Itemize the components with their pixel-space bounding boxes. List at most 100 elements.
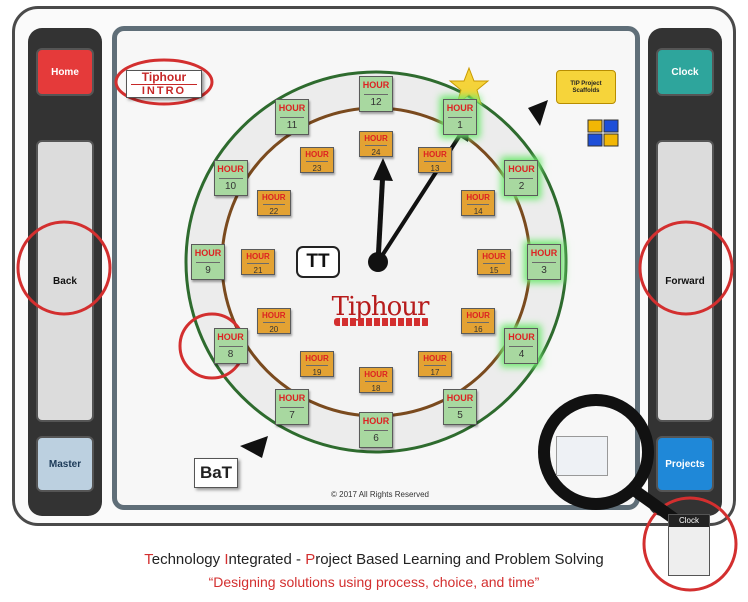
hour-card-label: HOUR [446,393,474,404]
hour-card-18[interactable]: HOUR 18 [359,367,393,393]
clock-thumbnail [556,436,608,476]
hour-card-number: 23 [306,160,328,174]
footer-quote: “Designing solutions using process, choi… [208,574,540,590]
hour-hand-tip [373,158,393,181]
hour-card-label: HOUR [362,80,390,90]
home-button[interactable]: Home [36,48,94,96]
hour-card-15[interactable]: HOUR 15 [477,249,511,275]
hour-card-label: HOUR [262,311,286,320]
master-button[interactable]: Master [36,436,94,492]
hour-card-label: HOUR [278,393,306,404]
hour-card-label: HOUR [423,149,447,159]
hour-card-label: HOUR [246,252,270,261]
hour-card-label: HOUR [466,311,490,320]
hour-card-label: HOUR [217,164,244,174]
hour-card-number: 9 [196,262,220,276]
hour-card-9[interactable]: HOUR 9 [191,244,225,280]
hour-card-label: HOUR [305,354,329,364]
hour-card-21[interactable]: HOUR 21 [241,249,275,275]
right-nav-panel: Clock Forward Projects [648,28,722,516]
hour-card-11[interactable]: HOUR 11 [275,98,309,135]
hour-card-number: 14 [467,204,490,217]
hour-card-label: HOUR [446,102,474,113]
logo-dots [334,318,430,326]
projects-button[interactable]: Projects [656,436,714,492]
project-scaffolds-button[interactable]: TIP Project Scaffolds [556,70,616,104]
hour-card-number: 15 [483,263,505,276]
hour-card-number: 24 [365,145,387,158]
hour-card-label: HOUR [278,102,306,113]
hour-card-12[interactable]: HOUR 12 [359,76,393,112]
hour-card-number: 10 [218,178,243,192]
clock-button[interactable]: Clock [656,48,714,96]
tt-badge[interactable]: TT [296,246,340,278]
hour-card-2[interactable]: HOUR 2 [504,160,539,196]
pointer-arrow-top [528,100,548,126]
hour-card-label: HOUR [508,332,535,342]
back-button[interactable]: Back [36,140,94,422]
hour-card-label: HOUR [194,248,222,258]
hour-card-14[interactable]: HOUR 14 [461,190,496,217]
hour-card-number: 6 [364,430,388,444]
hour-hand [375,169,386,263]
pointer-arrow-bottom [240,436,268,458]
clock-hub [368,252,388,272]
hour-card-number: 3 [532,262,556,276]
hour-card-label: HOUR [508,164,535,174]
hour-card-22[interactable]: HOUR 22 [256,190,291,217]
hour-card-label: HOUR [364,134,388,143]
tiphour-logo: Tiphour [331,292,430,322]
hour-card-number: 2 [509,178,534,192]
tiphour-intro-badge[interactable]: Tiphour INTRO [126,70,202,98]
forward-button[interactable]: Forward [656,140,714,422]
hour-card-20[interactable]: HOUR 20 [256,308,291,335]
hour-card-label: HOUR [423,354,447,364]
forward-highlight-circle [638,220,734,316]
hour-card-label: HOUR [466,193,490,202]
hour-card-number: 19 [306,365,328,378]
hour-card-label: HOUR [362,416,390,426]
hour-card-number: 21 [247,263,269,276]
hour-card-number: 22 [262,204,285,217]
hour-card-4[interactable]: HOUR 4 [504,328,539,364]
back-highlight-circle [16,220,112,316]
star-icon [448,66,490,106]
hour-card-number: 16 [467,322,490,335]
hour-card-16[interactable]: HOUR 16 [461,308,496,335]
hour-card-24[interactable]: HOUR 24 [359,131,393,157]
hour-card-number: 1 [448,116,472,131]
clock-button-highlight-circle [642,496,738,592]
hour-card-number: 11 [280,116,304,131]
hour-card-number: 13 [424,160,446,174]
hour-card-number: 12 [364,94,388,108]
hour-card-10[interactable]: HOUR 10 [213,160,248,196]
hour-card-number: 7 [280,407,304,421]
mini-clock-button[interactable]: Clock [668,514,710,576]
hour-card-3[interactable]: HOUR 3 [527,244,561,280]
footer-tagline: Technology Integrated - Project Based Le… [144,551,604,568]
puzzle-icon[interactable] [586,118,624,148]
hour-card-label: HOUR [262,193,286,202]
left-nav-panel: Home Back Master [28,28,102,516]
hour-card-label: HOUR [530,248,558,258]
hour-card-label: HOUR [482,252,506,261]
hour-card-6[interactable]: HOUR 6 [359,412,393,448]
hour-card-number: 20 [262,322,285,335]
hour-card-7[interactable]: HOUR 7 [275,389,309,426]
hour-card-label: HOUR [364,370,388,379]
hour-card-number: 4 [509,346,534,360]
hour-card-number: 18 [365,381,387,394]
hour-card-1[interactable]: HOUR 1 [443,98,477,135]
hour-card-label: HOUR [305,149,329,159]
copyright-text: © 2017 All Rights Reserved [331,490,429,499]
bat-button[interactable]: BaT [194,458,238,488]
hour-card-number: 17 [424,365,446,378]
hour-card-label: HOUR [217,332,244,342]
